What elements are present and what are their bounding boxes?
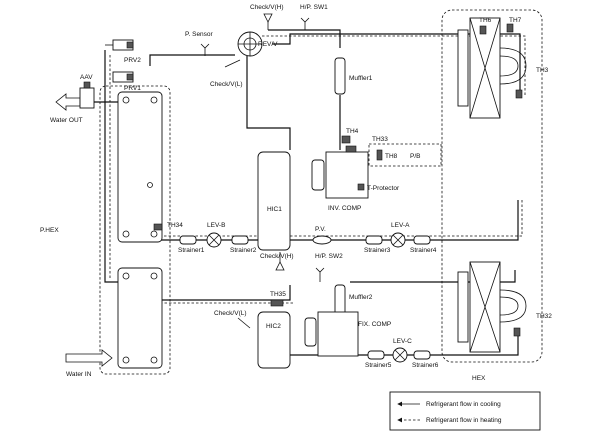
- inv-compressor: [325, 151, 369, 199]
- hp-sw2-label: H/P. SW2: [315, 253, 343, 260]
- th32-sensor: [513, 327, 521, 337]
- hp-sw2-icon: [315, 267, 325, 282]
- legend-heating-label: Refrigerant flow in heating: [426, 417, 502, 424]
- inv-comp-label: INV. COMP: [328, 205, 361, 212]
- check-vh-top-label: Check/V(H): [250, 4, 284, 11]
- hp-sw1-label: H/P. SW1: [300, 4, 328, 11]
- hic2-heat-exchanger: [257, 311, 291, 369]
- pipe-hex-top: [272, 33, 521, 95]
- rev-v-label: REV/V: [258, 41, 278, 48]
- th6-sensor: [479, 25, 487, 35]
- aav-valve: [79, 87, 95, 109]
- lev-b-label: LEV-B: [207, 222, 225, 229]
- check-valve-h-mid-icon: [275, 261, 285, 271]
- th33-label: TH33: [372, 136, 388, 143]
- th4-sensor: [341, 135, 351, 144]
- water-out-arrow: [55, 93, 81, 111]
- strainer3-label: Strainer3: [364, 247, 391, 254]
- th6-label: TH6: [479, 17, 492, 24]
- lev-c-label: LEV-C: [393, 338, 412, 345]
- p-hex-enclosure: [99, 85, 171, 375]
- strainer6: [413, 350, 431, 360]
- fix-comp-label: FIX. COMP: [358, 321, 391, 328]
- hex-upper-return-bends: [499, 47, 527, 85]
- lev-a-label: LEV-A: [391, 222, 410, 229]
- p-hex-label: P.HEX: [40, 227, 59, 234]
- hic1-label: HIC1: [267, 206, 282, 213]
- hex-label: HEX: [472, 375, 486, 382]
- prv2-label: PRV2: [124, 57, 141, 64]
- fix-compressor: [317, 311, 359, 357]
- check-vl-top-label: Check/V(L): [210, 81, 243, 88]
- pipe-rev-down: [246, 56, 291, 150]
- pb-label: P/B: [410, 153, 420, 160]
- water-in-arrow: [65, 349, 113, 367]
- legend-cooling-label: Refrigerant flow in cooling: [426, 401, 501, 408]
- pipe-top-right: [268, 29, 341, 48]
- th8-sensor: [376, 149, 383, 161]
- water-out-label: Water OUT: [50, 117, 83, 124]
- pipe-lower-top: [149, 282, 291, 301]
- strainer4: [413, 235, 431, 245]
- strainer2-label: Strainer2: [230, 247, 257, 254]
- t-protector-label: T-Protector: [367, 185, 400, 192]
- th35-sensor: [270, 299, 284, 307]
- th35-label: TH35: [270, 291, 286, 298]
- th34-sensor: [153, 223, 163, 231]
- th34-label: TH34: [167, 222, 183, 229]
- th4-label: TH4: [346, 128, 359, 135]
- th7-label: TH7: [509, 17, 522, 24]
- th3-label: TH3: [536, 67, 549, 74]
- hic1-heat-exchanger: [257, 151, 291, 251]
- check-vl-low-label: Check/V(L): [214, 310, 247, 317]
- strainer4-label: Strainer4: [410, 247, 437, 254]
- muffler1: [334, 57, 346, 95]
- heating-flow-top: [262, 35, 526, 95]
- pv-label: P.V.: [315, 226, 326, 233]
- water-in-label: Water IN: [66, 371, 92, 378]
- hex-lower-return-bends: [499, 289, 527, 323]
- check-valve-l-top-icon: [224, 59, 241, 68]
- th33-sensor: [345, 145, 357, 153]
- pipe-left-vertical: [104, 50, 118, 283]
- strainer3: [365, 235, 383, 245]
- th7-sensor: [506, 23, 514, 33]
- strainer1: [179, 235, 197, 245]
- pipe-fix-to-hex: [350, 270, 516, 283]
- plate-heat-exchanger-upper: [117, 91, 163, 243]
- strainer6-label: Strainer6: [412, 362, 439, 369]
- th3-sensor: [515, 89, 523, 99]
- p-sensor-label: P. Sensor: [185, 31, 214, 38]
- pipe-top-main: [149, 54, 235, 66]
- hic2-label: HIC2: [266, 323, 281, 330]
- check-valve-h-top-icon: [263, 13, 273, 23]
- hp-sw1-icon: [300, 17, 310, 30]
- pv-valve: [312, 235, 332, 245]
- strainer5-label: Strainer5: [365, 362, 392, 369]
- power-board-enclosure: [368, 143, 442, 167]
- aav-label: AAV: [80, 74, 93, 81]
- th32-label: TH32: [536, 313, 552, 320]
- prv1-label: PRV1: [124, 85, 141, 92]
- check-valve-l-low-icon: [237, 317, 251, 329]
- muffler1-label: Muffler1: [349, 75, 373, 82]
- muffler2: [334, 284, 346, 316]
- t-protector-sensor: [357, 183, 365, 191]
- p-sensor-icon: [200, 43, 210, 56]
- pipe-lower-liquid: [290, 330, 519, 356]
- check-vh-mid-label: Check/V(H): [260, 253, 294, 260]
- strainer2: [231, 235, 249, 245]
- muffler2-label: Muffler2: [349, 294, 373, 301]
- th8-label: TH8: [385, 153, 398, 160]
- legend-box: [389, 391, 541, 431]
- plate-heat-exchanger-lower: [117, 267, 163, 369]
- strainer1-label: Strainer1: [178, 247, 205, 254]
- strainer5: [367, 350, 385, 360]
- hex-enclosure: [441, 9, 543, 363]
